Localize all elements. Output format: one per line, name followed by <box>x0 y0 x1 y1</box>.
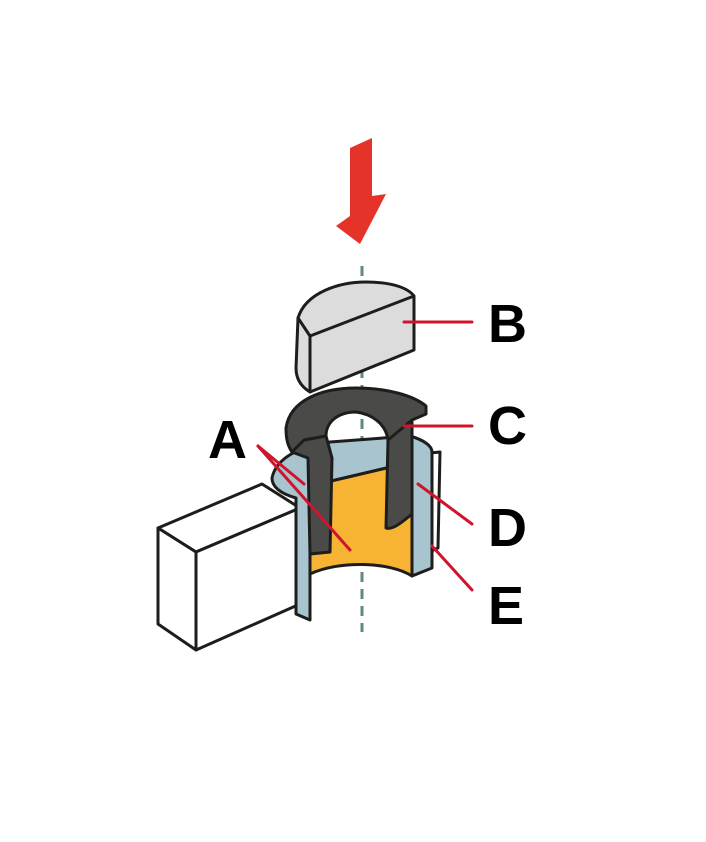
leader-line-d <box>416 482 474 526</box>
callout-label-b: B <box>488 294 527 354</box>
callout-label-d: D <box>488 498 527 558</box>
part-e-bracket <box>156 450 442 652</box>
leader-line-a-lower <box>256 444 352 552</box>
force-arrow <box>336 138 386 244</box>
callout-label-e: E <box>488 576 524 636</box>
callout-label-c: C <box>488 396 527 456</box>
leader-line-a-upper <box>256 444 306 486</box>
part-c-collar <box>284 386 428 556</box>
part-b-cap <box>294 280 416 394</box>
callout-label-a: A <box>208 410 247 470</box>
leader-line-e <box>430 544 474 592</box>
